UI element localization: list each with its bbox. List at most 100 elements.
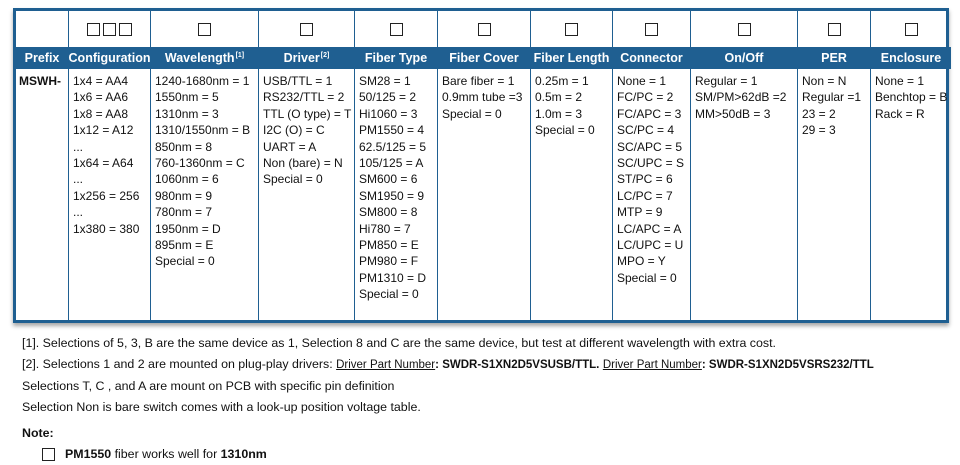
selection-box-row (531, 11, 612, 47)
option-value: 1x380 = 380 (73, 221, 140, 236)
selection-box[interactable] (103, 22, 116, 36)
selection-box-row (798, 11, 870, 47)
selection-box[interactable] (827, 22, 841, 36)
option-value: 0.25m = 1 (535, 74, 589, 88)
selection-box[interactable] (737, 22, 751, 36)
selection-box[interactable] (904, 22, 918, 36)
column-header: Driver[2] (259, 47, 354, 69)
option-value: 105/125 = A (359, 155, 424, 170)
option-value: 1x64 = A64 (73, 155, 134, 170)
option-value: 1x4 = AA4 (73, 74, 129, 88)
selection-box[interactable] (198, 22, 211, 36)
checkbox-icon (42, 448, 55, 461)
option-value: ... (73, 205, 84, 220)
option-value: 0.5m = 2 (535, 90, 583, 105)
option-value: Bare fiber = 1 (442, 74, 515, 88)
option-value: SC/UPC = S (617, 155, 685, 170)
option-value: 850nm = 8 (155, 139, 213, 154)
option-value: PM980 = F (359, 254, 419, 269)
selection-box[interactable] (477, 22, 491, 36)
selection-box-row (438, 11, 530, 47)
selection-box-row (69, 11, 150, 47)
driver-part-number-1: SWDR-S1XN2D5VSUSB/TTL. (442, 359, 600, 371)
selection-box-row (259, 11, 354, 47)
column-values: MSWH- (19, 73, 61, 89)
selection-box-row (613, 11, 690, 47)
option-value: 23 = 2 (802, 106, 836, 121)
option-value: SM28 = 1 (359, 74, 411, 88)
column-header: On/Off (691, 47, 797, 69)
footnote-1: [1]. Selections of 5, 3, B are the same … (22, 336, 776, 350)
option-value: 29 = 3 (802, 123, 836, 138)
footnote-line-3: Selections T, C , and A are mount on PCB… (22, 379, 395, 393)
column-header: Fiber Length (531, 47, 612, 69)
selection-box-row (16, 11, 68, 47)
option-value: LC/PC = 7 (617, 188, 673, 203)
option-value: ... (73, 139, 84, 154)
footnote-2: [2]. Selections 1 and 2 are mounted on p… (22, 357, 874, 371)
selection-box-row (871, 11, 951, 47)
option-value: MSWH- (19, 74, 61, 88)
option-value: TTL (O type) = T (263, 106, 352, 121)
option-value: Special = 0 (263, 172, 323, 187)
selection-box[interactable] (565, 22, 578, 36)
option-value: None = 1 (617, 74, 667, 88)
column-header: Fiber Cover (438, 47, 530, 69)
option-value: 62.5/125 = 5 (359, 139, 427, 154)
option-value: PM850 = E (359, 237, 419, 252)
selection-box[interactable] (119, 22, 132, 36)
option-value: Special = 0 (442, 106, 502, 121)
option-value: SM/PM>62dB =2 (695, 90, 787, 105)
option-value: FC/APC = 3 (617, 106, 682, 121)
notes-section: [1]. Selections of 5, 3, B are the same … (22, 333, 874, 465)
option-value: PM1310 = D (359, 270, 427, 285)
option-value: Special = 0 (359, 287, 419, 302)
option-value: USB/TTL = 1 (263, 74, 333, 88)
selection-box[interactable] (389, 22, 403, 36)
driver-part-number-2: SWDR-S1XN2D5VSRS232/TTL (708, 359, 874, 371)
option-value: SC/PC = 4 (617, 123, 675, 138)
option-value: UART = A (263, 139, 317, 154)
option-value: 1060nm = 6 (155, 172, 219, 187)
option-value: 760-1360nm = C (155, 155, 245, 170)
selection-box[interactable] (645, 22, 658, 36)
column-header: Configuration (69, 47, 150, 69)
option-value: MPO = Y (617, 254, 666, 269)
column-header: PER (798, 47, 870, 69)
selection-box[interactable] (300, 22, 313, 36)
option-value: ST/PC = 6 (617, 172, 673, 187)
option-value: Special = 0 (155, 254, 215, 269)
option-value: LC/APC = A (617, 221, 682, 236)
option-value: 1550nm = 5 (155, 90, 219, 105)
option-value: 1x256 = 256 (73, 188, 140, 203)
option-value: 1x6 = AA6 (73, 90, 129, 105)
option-value: 1.0m = 3 (535, 106, 583, 121)
selection-box[interactable] (87, 22, 100, 36)
option-value: 1310nm = 3 (155, 106, 219, 121)
option-value: RS232/TTL = 2 (263, 90, 345, 105)
option-value: Rack = R (875, 106, 925, 121)
option-value: 1240-1680nm = 1 (155, 74, 250, 88)
driver-part-number-label-2: Driver Part Number (602, 359, 702, 371)
option-value: 1950nm = D (155, 221, 221, 236)
option-value: SM800 = 8 (359, 205, 418, 220)
selection-box-row (691, 11, 797, 47)
selection-box-row (355, 11, 437, 47)
